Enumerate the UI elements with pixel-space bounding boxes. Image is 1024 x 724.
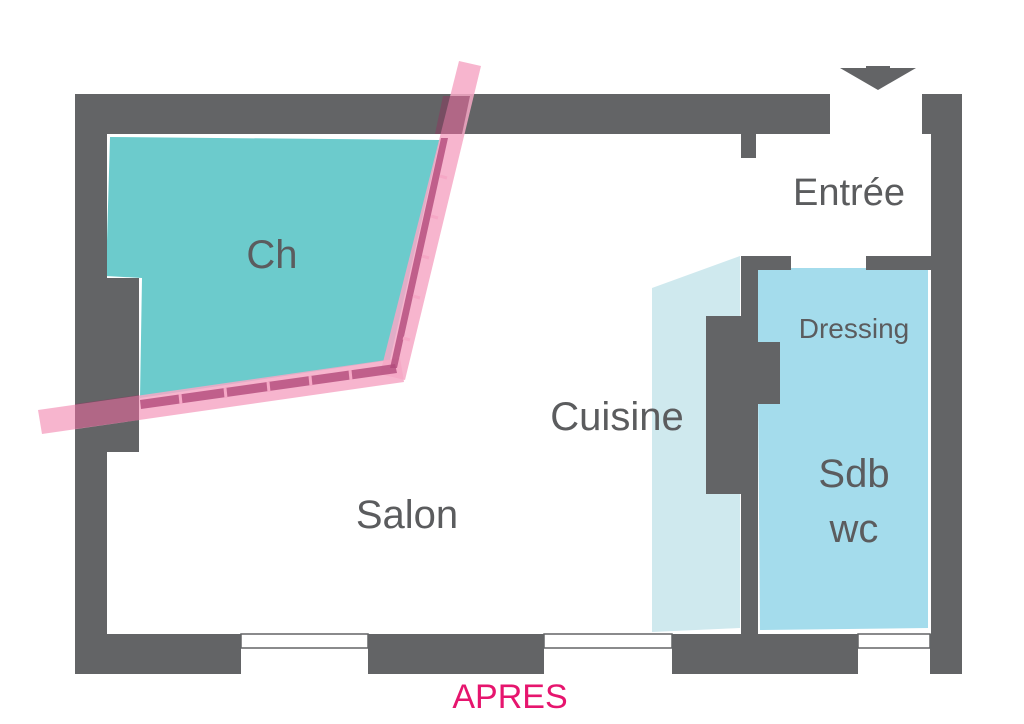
windows: [240, 633, 931, 649]
wall-bottom-seg2: [368, 634, 544, 674]
room-label-entrance: Entrée: [793, 172, 905, 214]
wall-partition-top-left: [741, 256, 791, 270]
room-label-dressing: Dressing: [799, 313, 909, 344]
partition-top-overlap: [435, 96, 470, 134]
room-label-bathroom-line1: Sdb: [818, 452, 889, 496]
wall-bottom-stub-right: [930, 634, 962, 674]
room-label-bathroom-line2: wc: [829, 507, 879, 551]
room-fills: [106, 137, 928, 632]
partition-left-overlap: [75, 395, 139, 429]
partition-wall-diagonal: [390, 138, 448, 368]
wall-partition-top-right: [866, 256, 932, 270]
wall-bottom-seg3: [672, 634, 858, 674]
partition-studs: [178, 174, 448, 405]
bathroom-zone: [757, 268, 928, 630]
window-3: [857, 633, 931, 649]
plan-caption: APRES: [452, 678, 567, 716]
kitchen-counter-notch: [740, 342, 780, 404]
bedroom-zone: [106, 137, 440, 398]
room-label-kitchen: Cuisine: [550, 395, 683, 439]
new-partition: [38, 61, 481, 434]
window-2: [543, 633, 673, 649]
room-label-bedroom: Ch: [246, 233, 297, 277]
walls: [75, 94, 962, 674]
window-1: [240, 633, 369, 649]
wall-right: [931, 94, 962, 674]
wall-bottom-seg1: [75, 634, 241, 674]
entrance-arrow-icon: [840, 66, 916, 90]
room-label-living: Salon: [356, 493, 458, 537]
wall-entry-stub: [741, 134, 756, 158]
